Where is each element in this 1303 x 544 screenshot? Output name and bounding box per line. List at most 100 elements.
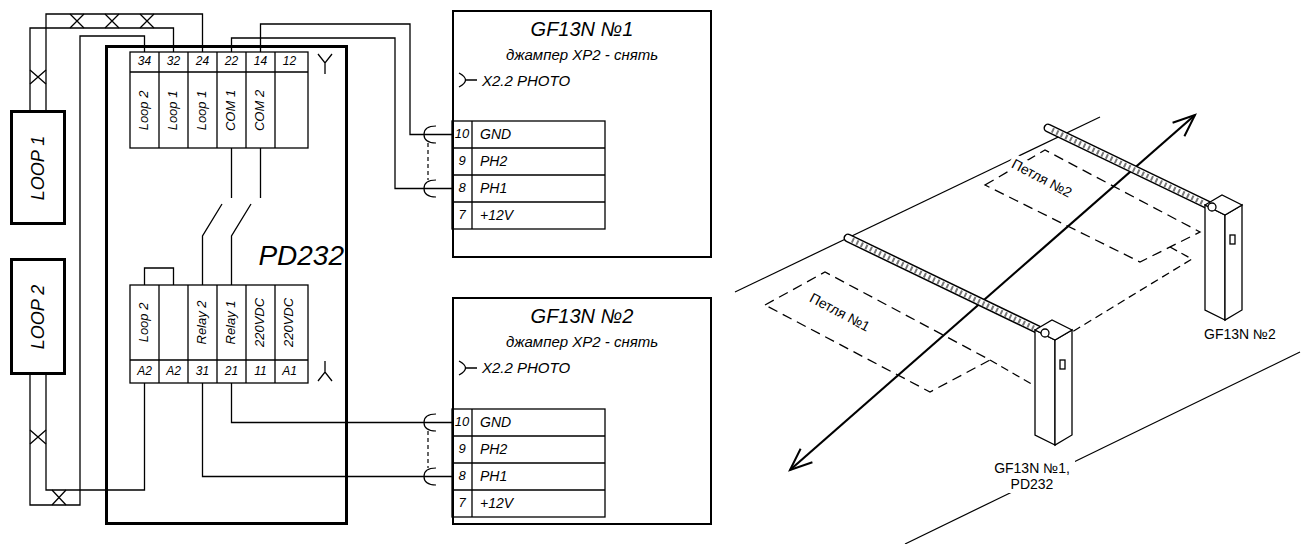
terminal-label: Relay 2 xyxy=(188,285,217,360)
pin-cell: 8 xyxy=(452,463,472,490)
terminal-name: A2 xyxy=(137,365,152,379)
terminal-name: A2 xyxy=(166,365,181,379)
terminal-name: COM 2 xyxy=(253,89,268,130)
terminal-label: 11 xyxy=(246,360,275,383)
pin-text: 8 xyxy=(458,469,465,484)
pin-text: 8 xyxy=(458,181,465,196)
caption-text: GF13N №2 xyxy=(1201,325,1279,343)
road-edge xyxy=(735,117,1100,292)
pin-text: +12V xyxy=(480,495,513,511)
caption-text: GF13N №1, PD232 xyxy=(989,459,1075,493)
pin-text: 9 xyxy=(458,442,465,457)
pin-cell: PH2 xyxy=(472,148,605,175)
wire xyxy=(30,36,145,505)
box-note: джампер XP2 - снять xyxy=(454,46,710,63)
terminal-label: Relay 1 xyxy=(217,285,246,360)
connector-symbol xyxy=(459,73,477,87)
inner-wire xyxy=(105,383,348,490)
barrier-column xyxy=(1205,195,1242,320)
pin-text: 7 xyxy=(458,208,465,223)
column-top xyxy=(1035,320,1072,340)
pin-cell: 9 xyxy=(452,436,472,463)
terminal-name: 11 xyxy=(254,365,266,379)
pin-text: +12V xyxy=(480,207,513,223)
pin-cell: 7 xyxy=(452,490,472,517)
terminal-name: Loop 2 xyxy=(137,90,152,130)
terminal-block xyxy=(130,52,308,148)
terminal-label: 24 xyxy=(188,52,217,72)
twist-mark xyxy=(30,430,46,444)
terminal-label: Loop 2 xyxy=(130,72,159,148)
terminal-label: A1 xyxy=(275,360,304,383)
terminal-name: 31 xyxy=(196,365,209,379)
pin-cell: 9 xyxy=(452,148,472,175)
loop-box: LOOP 1 xyxy=(10,110,66,225)
pin-grid xyxy=(452,121,605,229)
pin-cell: 8 xyxy=(452,175,472,202)
terminal-grid xyxy=(130,52,308,148)
twist-mark xyxy=(70,14,154,28)
arrow-head xyxy=(790,449,812,470)
road-edge xyxy=(905,352,1300,544)
barrier-arm-stripes xyxy=(852,240,1040,331)
terminal-name: 22 xyxy=(225,55,238,69)
pin-cell: PH1 xyxy=(472,463,605,490)
terminal-label: 12 xyxy=(275,52,304,72)
terminal-name: 14 xyxy=(254,55,267,69)
terminal-name: 34 xyxy=(138,55,151,69)
barrier-box: GF13N №2джампер XP2 - снятьX2.2 PHOTO xyxy=(452,297,712,525)
caption-text: Петля №1 xyxy=(804,287,876,337)
shield-symbol xyxy=(424,126,436,197)
terminal-name: 220VDC xyxy=(282,298,297,347)
pin-cell: 10 xyxy=(452,121,472,148)
relay-switch xyxy=(203,204,252,285)
terminal-label: 34 xyxy=(130,52,159,72)
shield-symbol xyxy=(424,414,436,485)
pin-cell: +12V xyxy=(472,490,605,517)
box-note: X2.2 PHOTO xyxy=(482,72,710,89)
pin-table xyxy=(452,409,605,517)
barrier-arm xyxy=(848,238,1045,333)
terminal-label: Loop 1 xyxy=(188,72,217,148)
connector-symbol xyxy=(459,361,477,375)
pin-cell: 10 xyxy=(452,409,472,436)
box-note: джампер XP2 - снять xyxy=(454,333,710,350)
terminal-label: A2 xyxy=(159,360,188,383)
wire xyxy=(30,28,174,110)
twist-mark xyxy=(30,70,46,84)
wire xyxy=(261,24,453,135)
pin-text: 10 xyxy=(455,415,469,430)
pin-text: PH1 xyxy=(480,180,507,196)
column-face xyxy=(1225,205,1242,320)
illustration-label: Петля №1 xyxy=(795,303,885,321)
barrier-column xyxy=(1035,320,1072,445)
wire xyxy=(348,422,452,423)
arm-pivot xyxy=(1041,329,1049,337)
jumper-link xyxy=(145,268,174,285)
twist-mark xyxy=(52,490,66,505)
terminal-name: Loop 2 xyxy=(137,303,152,343)
pin-cell: +12V xyxy=(472,202,605,229)
terminal-label: Loop 2 xyxy=(130,285,159,360)
terminal-label: 14 xyxy=(246,52,275,72)
wire xyxy=(46,375,105,490)
terminal-grid xyxy=(130,285,308,383)
box-note: X2.2 PHOTO xyxy=(482,359,710,376)
caption-text: Петля №2 xyxy=(1006,153,1078,203)
pin-text: 7 xyxy=(458,496,465,511)
terminal-label: 220VDC xyxy=(246,285,275,360)
pin-cell: 7 xyxy=(452,202,472,229)
wire xyxy=(232,38,453,189)
pin-text: 10 xyxy=(455,127,469,142)
pin-text: GND xyxy=(480,126,511,142)
terminal-name: 21 xyxy=(225,365,238,379)
terminal-label: COM 1 xyxy=(217,72,246,148)
terminal-name: 24 xyxy=(196,55,209,69)
pin-cell: GND xyxy=(472,409,605,436)
terminal-name: Loop 1 xyxy=(166,90,181,130)
terminal-name: 220VDC xyxy=(253,298,268,347)
terminal-label: 22 xyxy=(217,52,246,72)
terminal-label: Loop 1 xyxy=(159,72,188,148)
